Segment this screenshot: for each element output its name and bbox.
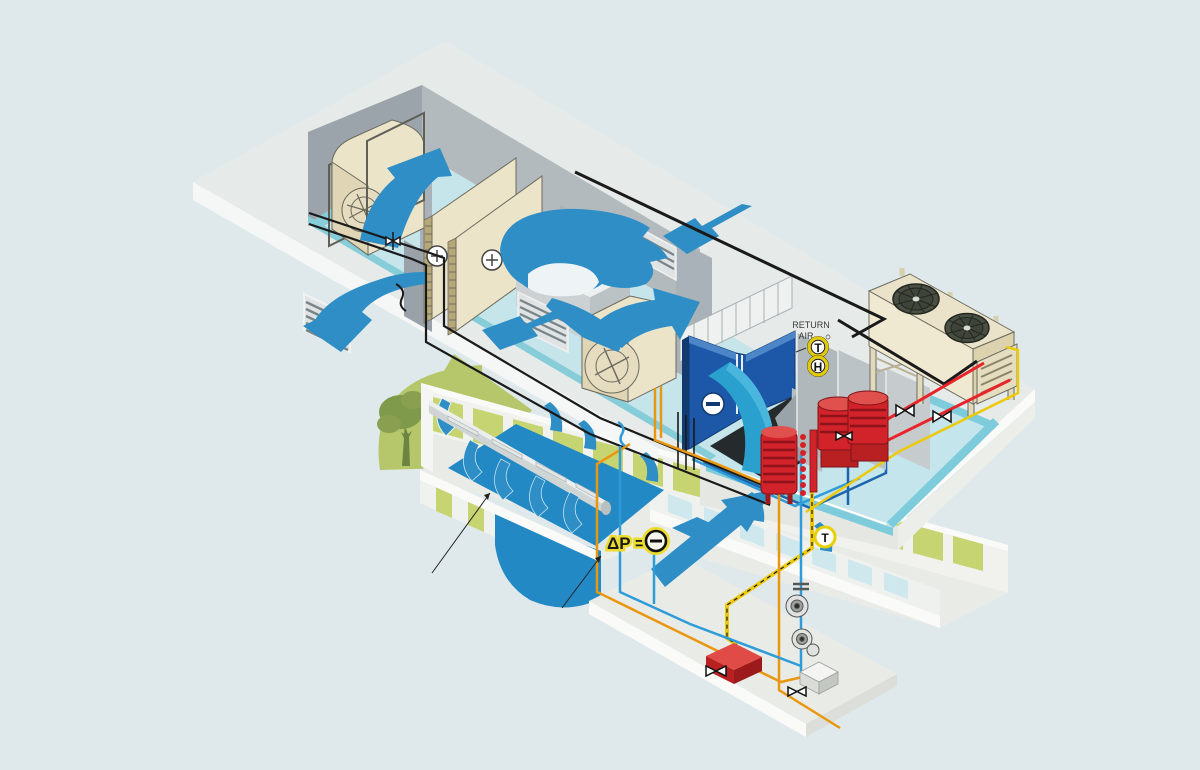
svg-text:T: T [821,531,829,545]
svg-text:AIR: AIR [798,331,814,341]
svg-text:ΔP =: ΔP = [607,534,645,553]
svg-text:T: T [814,341,822,355]
svg-text:RETURN: RETURN [792,320,830,330]
svg-text:H: H [814,360,823,374]
